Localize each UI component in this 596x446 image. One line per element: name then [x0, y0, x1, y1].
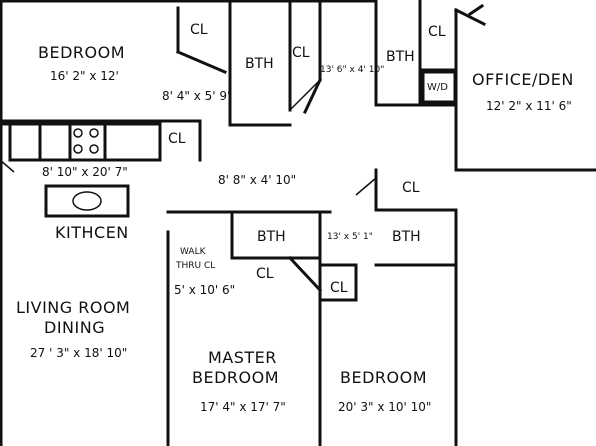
closet-3-label: CL — [428, 24, 446, 40]
bath-1-label: BTH — [245, 56, 274, 72]
walk-thru-name-1: WALK — [180, 247, 206, 257]
office-name: OFFICE/DEN — [472, 70, 574, 89]
bath-4-label: BTH — [392, 229, 421, 245]
wall — [303, 78, 322, 114]
walk-thru-dims: 5' x 10' 6" — [174, 283, 236, 297]
hall-dims: 8' 8" x 4' 10" — [218, 173, 297, 187]
bedroom-2-name: BEDROOM — [340, 368, 428, 387]
burner — [89, 128, 99, 138]
burner — [73, 144, 83, 154]
office-dims: 12' 2" x 11' 6" — [486, 99, 572, 113]
bedroom-1-dims: 16' 2" x 12' — [50, 69, 119, 83]
door-swing — [289, 79, 321, 111]
burner — [73, 128, 83, 138]
master-name-2: BEDROOM — [192, 368, 280, 387]
washer-dryer — [421, 70, 457, 104]
walk-thru-name-2: THRU CL — [176, 261, 216, 271]
wall — [453, 7, 487, 27]
wall — [467, 3, 485, 17]
closet-4-label: CL — [168, 131, 186, 147]
closet-5-label: CL — [402, 180, 420, 196]
living-name-1: LIVING ROOM — [16, 298, 131, 317]
door-swing — [355, 177, 377, 196]
kitchen-name: KITHCEN — [55, 223, 129, 242]
bath-2-dims: 13' 6" x 4' 10" — [320, 65, 385, 75]
kitchen-dims: 8' 10" x 20' 7" — [42, 165, 128, 179]
bath-1-dims: 8' 4" x 5' 9" — [162, 89, 233, 103]
door-swing — [0, 159, 15, 173]
wall — [176, 50, 227, 74]
living-name-2: DINING — [44, 318, 106, 337]
living-dims: 27 ' 3" x 18' 10" — [30, 346, 128, 360]
bedroom-2-dims: 20' 3" x 10' 10" — [338, 400, 432, 414]
washer-dryer-label: W/D — [427, 82, 448, 93]
sink-basin — [72, 191, 102, 211]
bath-3-label: BTH — [257, 229, 286, 245]
master-dims: 17' 4" x 17' 7" — [200, 400, 286, 414]
closet-7-label: CL — [330, 280, 348, 296]
bath-3-dims: 13' x 5' 1" — [327, 232, 373, 242]
burner — [89, 144, 99, 154]
wall — [287, 255, 323, 293]
bath-2-label: BTH — [386, 49, 415, 65]
island — [44, 184, 130, 218]
master-name-1: MASTER — [208, 348, 277, 367]
closet-2-label: CL — [292, 45, 310, 61]
closet-6-label: CL — [256, 266, 274, 282]
bedroom-1-name: BEDROOM — [38, 43, 126, 62]
closet-1-label: CL — [190, 22, 208, 38]
